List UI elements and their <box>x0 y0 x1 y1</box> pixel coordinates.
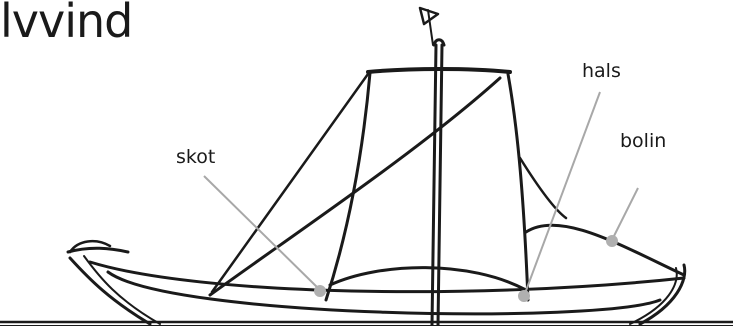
hals-leader <box>524 92 600 296</box>
skot-leader <box>204 176 320 290</box>
bowline-rope <box>526 225 684 275</box>
label-skot: skot <box>176 146 215 168</box>
label-hals: hals <box>582 60 621 82</box>
sail-leech <box>508 74 528 300</box>
mast-top <box>434 40 444 45</box>
mast <box>432 45 436 325</box>
label-bolin: bolin <box>620 130 666 152</box>
stern-post <box>68 248 128 252</box>
yard <box>368 69 510 72</box>
skot-dot <box>314 285 326 297</box>
hull-sheer <box>90 262 684 292</box>
bolin-dot <box>606 235 618 247</box>
sail-foot <box>330 268 526 290</box>
flag-staff <box>428 10 433 45</box>
bolin-leader <box>612 188 638 240</box>
stern-curve-2 <box>84 256 160 324</box>
bowline-rope-upper <box>520 158 566 218</box>
mast-right <box>438 45 442 325</box>
hals-dot <box>518 290 530 302</box>
